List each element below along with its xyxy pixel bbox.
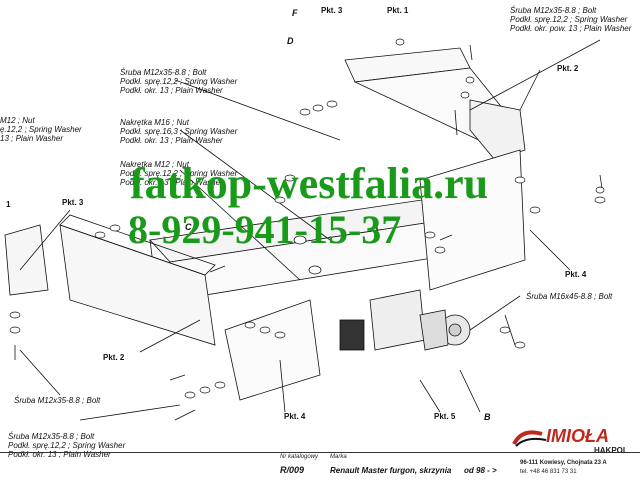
label-line: M12 ; Nut (0, 116, 35, 125)
label-line: Podkł. sprę.12,2 ; Spring Washer (120, 169, 238, 178)
pkt-3-left: Pkt. 3 (62, 198, 84, 207)
pkt-4-right: Pkt. 4 (565, 270, 587, 279)
vehicle-years: od 98 - > (464, 466, 497, 475)
view-letter-a: A (372, 222, 379, 232)
view-letter-c: C (185, 222, 192, 232)
label-bolt-m12-left: Śruba M12x35-8.8 ; Bolt (14, 396, 101, 405)
label-bolt-m12-bottom: Śruba M12x35-8.8 ; Bolt Podkł. sprę.12,2… (8, 432, 125, 459)
label-line: Nakrętka M16 ; Nut (120, 118, 189, 127)
brand-name: IMIOŁA (546, 426, 609, 446)
vehicle-model: Renault Master furgon, skrzynia (330, 466, 452, 475)
label-bolt-m16: Śruba M16x45-8.8 ; Bolt (526, 292, 613, 301)
left-end-plate (4, 224, 49, 296)
label-line: Podkł. sprę.12,2 ; Spring Washer (510, 15, 628, 24)
label-line: ę.12,2 ; Spring Washer (0, 125, 82, 134)
pkt-2-right: Pkt. 2 (557, 64, 579, 73)
label-line: Podkł. sprę.12,2 ; Spring Washer (8, 441, 126, 450)
watermark-phone: 8-929-941-15-37 (128, 207, 402, 252)
pkt-1-top: Pkt. 1 (387, 6, 409, 15)
view-letter-b: B (484, 412, 491, 422)
watermark-site: fatkop-westfalia.ru (130, 159, 489, 208)
label-line: Nakrętka M12 ; Nut (120, 160, 189, 169)
bolt (209, 265, 226, 273)
company-phone: tel. +48 46 831 73 31 (520, 469, 577, 475)
label-line: Śruba M12x35-8.8 ; Bolt (510, 6, 597, 15)
label-bolt-m12-center: Śruba M12x35-8.8 ; Bolt Podkł. sprę.12,2… (120, 68, 237, 95)
label-nut-m16: Nakrętka M16 ; Nut Podkł. sprę.16,3 ; Sp… (120, 118, 237, 145)
label-line: Podkł. sprę.16,3 ; Spring Washer (120, 127, 238, 136)
make-caption: Marka (330, 454, 347, 460)
view-letter-d: D (287, 36, 294, 46)
label-nut-m12-left: M12 ; Nut ę.12,2 ; Spring Washer 13 ; Pl… (0, 116, 82, 143)
label-line: 13 ; Plain Washer (0, 134, 63, 143)
label-line: Podkł. okr. pow. 13 ; Plain Washer (510, 24, 632, 33)
pkt-1-left: 1 (6, 200, 11, 209)
pkt-4-bottom: Pkt. 4 (284, 412, 306, 421)
label-line: Podkł. okr. 13 ; Plain Washer (120, 86, 223, 95)
label-line: Podkł. sprę.12,2 ; Spring Washer (120, 77, 238, 86)
label-line: Śruba M12x35-8.8 ; Bolt (120, 68, 207, 77)
footer-divider (0, 452, 640, 453)
socket-plate (339, 319, 365, 351)
pkt-2-bottom: Pkt. 2 (103, 353, 125, 362)
view-letter-f: F (292, 8, 298, 18)
label-bolt-m12-top: Śruba M12x35-8.8 ; Bolt Podkł. sprę.12,2… (510, 6, 631, 33)
company-address: 96-111 Kowiesy, Chojnata 23 A (520, 460, 607, 466)
pkt-3-top: Pkt. 3 (321, 6, 343, 15)
catalog-number: R/009 (280, 465, 305, 475)
label-line: Podkł. okr. 13 ; Plain Washer (120, 178, 223, 187)
right-side-plate (419, 149, 526, 291)
bottom-side-plate (224, 299, 321, 401)
label-line: Podkł. okr. 13 ; Plain Washer (120, 136, 223, 145)
catalog-caption: Nr katalogowy (280, 454, 319, 460)
brand-logo-icon (512, 430, 547, 447)
label-line: Śruba M12x35-8.8 ; Bolt (8, 432, 95, 441)
ball-mount-plate (369, 289, 426, 351)
label-line: Podkł. okr. 13 ; Plain Washer (8, 450, 111, 459)
washer (299, 108, 311, 116)
pkt-5-bottom: Pkt. 5 (434, 412, 456, 421)
brand-sub: HAKPOL (594, 446, 628, 455)
label-nut-m12-center: Nakrętka M12 ; Nut Podkł. sprę.12,2 ; Sp… (120, 160, 237, 187)
